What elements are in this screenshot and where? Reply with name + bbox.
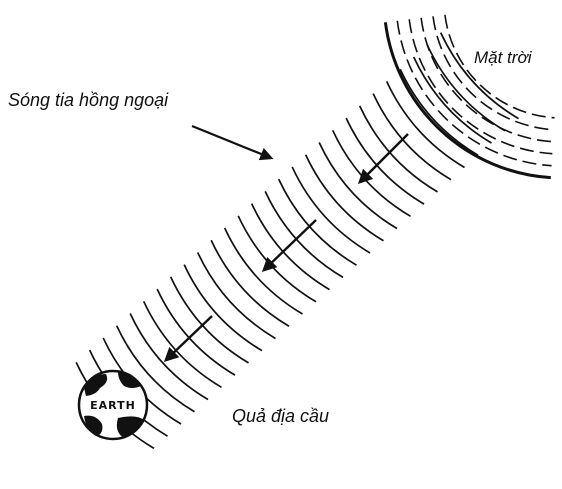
- earth-label: Quả địa cầu: [232, 406, 329, 427]
- wavefront-arc: [198, 252, 276, 338]
- sun-icon: [385, 15, 554, 178]
- infrared-waves-label: Sóng tia hồng ngoại: [8, 90, 168, 111]
- sun-edge-arc: [421, 18, 553, 142]
- sun-edge-arc: [385, 22, 550, 177]
- wavefront-arc: [265, 191, 343, 277]
- wavefront-arc: [306, 155, 384, 241]
- wavefront-arc: [211, 240, 289, 326]
- wavefront-arc: [346, 118, 424, 204]
- wavefront-arc: [252, 204, 330, 290]
- wavefront-arc: [279, 179, 357, 265]
- direction-arrows: [166, 134, 408, 360]
- direction-arrow: [360, 134, 408, 182]
- sun-label: Mặt trời: [474, 48, 532, 68]
- wavefront-arc: [225, 228, 303, 314]
- sun-edge-arc: [397, 21, 551, 166]
- wavefront-arc: [184, 265, 262, 351]
- wavefront-arc: [360, 106, 438, 192]
- wavefront-arc: [292, 167, 370, 253]
- label-pointer-arrow: [192, 126, 271, 158]
- earth-globe-text: EARTH: [81, 399, 145, 412]
- direction-arrow: [264, 220, 316, 270]
- wavefront-arc: [373, 94, 451, 180]
